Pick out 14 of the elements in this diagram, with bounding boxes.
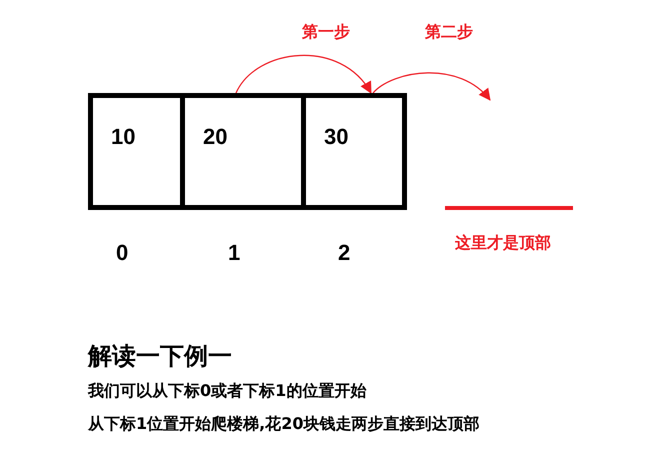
index-label: 2 <box>338 240 350 266</box>
arrow <box>372 72 491 101</box>
cell-value: 30 <box>324 124 348 150</box>
note-text: 从下标1位置开始爬楼梯,花20块钱走两步直接到达顶部 <box>88 414 480 435</box>
cell-value: 20 <box>203 124 228 150</box>
arrow <box>235 54 372 94</box>
note-text: 我们可以从下标0或者下标1的位置开始 <box>88 381 366 402</box>
cell-value: 10 <box>111 124 136 150</box>
top-label: 这里才是顶部 <box>455 233 551 254</box>
edge-label: 第一步 <box>302 22 350 43</box>
edge-label: 第二步 <box>425 22 473 43</box>
heading: 解读一下例一 <box>88 341 232 372</box>
index-label: 1 <box>228 240 240 266</box>
index-label: 0 <box>116 240 128 266</box>
